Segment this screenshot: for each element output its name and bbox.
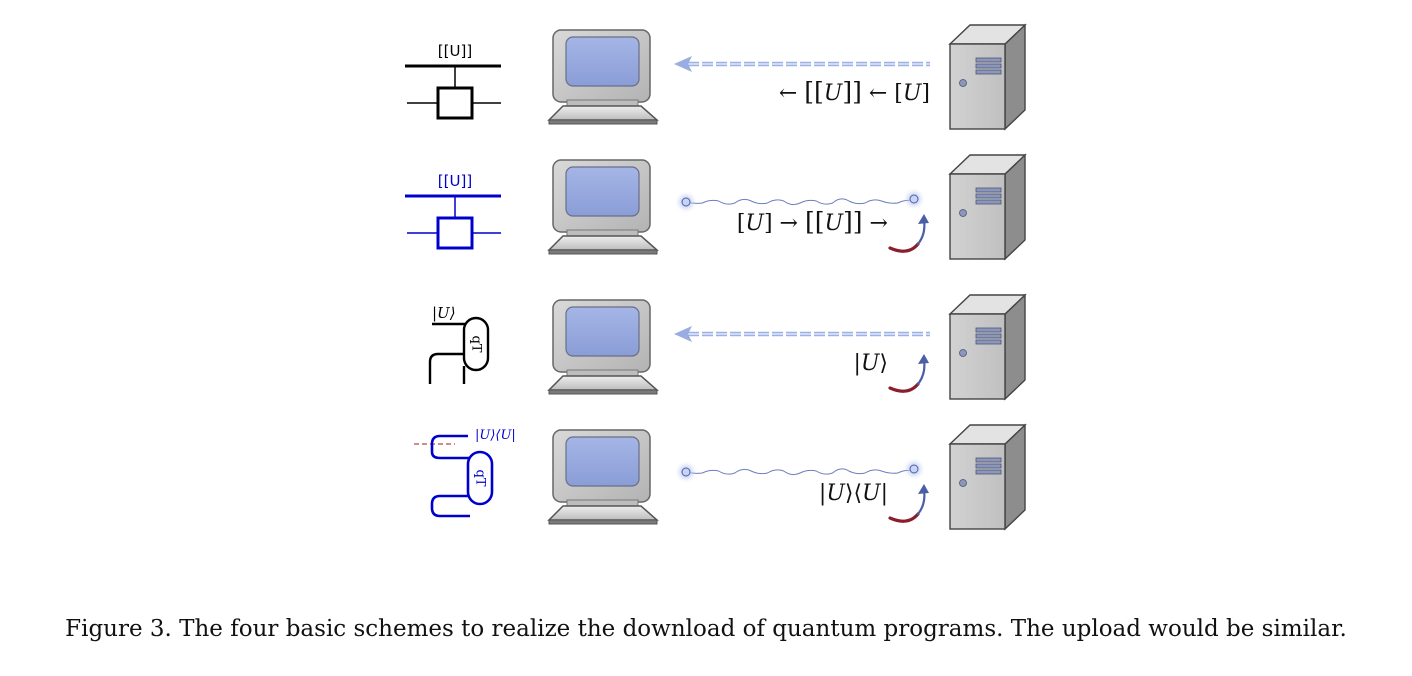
wave-path: [685, 198, 915, 206]
gate-label: [[U]]: [438, 172, 472, 190]
laptop-hinge: [566, 369, 639, 377]
laptop-hinge: [566, 229, 639, 237]
wave-endpoint: [681, 467, 691, 477]
scheme-row: |U⟩⟨U| qT |U⟩⟨U|: [414, 423, 1027, 531]
laptop-icon: [547, 299, 659, 395]
state-label: |U⟩: [432, 304, 456, 322]
arc-arrowhead: [918, 484, 929, 494]
arc-arrowhead: [918, 354, 929, 364]
server-power-button: [959, 479, 967, 487]
curved-arrow-icon: [888, 354, 929, 393]
arc-red: [888, 382, 920, 393]
server-front: [949, 313, 1006, 400]
server-slot: [975, 327, 1002, 333]
arc-red: [888, 512, 920, 523]
classical-beam-arrow: [674, 326, 935, 342]
gate-box: [436, 86, 474, 120]
bracket-left: [428, 352, 464, 384]
lower-wire-pair: [430, 494, 470, 518]
quantum-wave-channel: [679, 462, 921, 479]
server-power-button: [959, 349, 967, 357]
circuit-symbol: |U⟩⟨U| qT: [414, 428, 516, 518]
server-front: [949, 43, 1006, 130]
server-power-button: [959, 209, 967, 217]
qt-capsule: [466, 450, 494, 506]
qt-label: qT: [473, 470, 488, 487]
server-slot: [975, 339, 1002, 345]
figure-caption: Figure 3. The four basic schemes to real…: [65, 616, 1347, 642]
laptop-screen: [565, 436, 640, 487]
laptop-icon: [547, 29, 659, 125]
scheme-row: [[U]] [U] → [[U]] →: [405, 153, 1027, 261]
server-front: [949, 173, 1006, 260]
server-slot: [975, 333, 1002, 339]
server-slot: [975, 199, 1002, 205]
laptop-keyboard: [547, 235, 659, 251]
laptop-keyboard: [547, 105, 659, 121]
server-power-button: [959, 79, 967, 87]
laptop-icon: [547, 159, 659, 255]
laptop-hinge: [566, 99, 639, 107]
laptop-screen: [565, 166, 640, 217]
state-label: |U⟩⟨U|: [475, 428, 516, 443]
server-icon: [948, 23, 1027, 131]
laptop-keyboard: [547, 375, 659, 391]
quantum-wave-channel: [679, 192, 921, 209]
laptop-base-edge: [548, 119, 658, 125]
laptop-base-edge: [548, 249, 658, 255]
scheme-row: |U⟩ qT |U⟩: [428, 293, 1027, 401]
laptop-icon: [547, 429, 659, 525]
wave-path: [685, 468, 915, 476]
laptop-keyboard: [547, 505, 659, 521]
server-icon: [948, 423, 1027, 531]
laptop-screen: [565, 306, 640, 357]
circuit-symbol: [[U]]: [405, 172, 501, 250]
server-slot: [975, 187, 1002, 193]
server-slot: [975, 69, 1002, 75]
channel-label: [U] → [[U]] →: [737, 207, 888, 236]
laptop-screen: [565, 36, 640, 87]
beam-arrowhead: [674, 326, 692, 342]
wave-endpoint: [681, 197, 691, 207]
scheme-row: [[U]] ← [[U]] ← [U]: [405, 23, 1027, 131]
laptop-base-edge: [548, 389, 658, 395]
gate-label: [[U]]: [438, 42, 472, 60]
server-slot: [975, 463, 1002, 469]
channel-label: ← [[U]] ← [U]: [779, 77, 930, 106]
laptop-base-edge: [548, 519, 658, 525]
beam-arrowhead: [674, 56, 692, 72]
classical-beam-arrow: [674, 56, 935, 72]
arc-arrowhead: [918, 214, 929, 224]
upper-wire-pair: [430, 434, 470, 460]
server-slot: [975, 63, 1002, 69]
server-front: [949, 443, 1006, 530]
qt-capsule: [462, 316, 490, 372]
server-slot: [975, 193, 1002, 199]
server-slot: [975, 457, 1002, 463]
circuit-symbol: |U⟩ qT: [428, 304, 490, 384]
server-slot: [975, 469, 1002, 475]
server-slot: [975, 57, 1002, 63]
channel-label: |U⟩: [853, 351, 888, 376]
gate-box: [436, 216, 474, 250]
arc-red: [888, 242, 920, 253]
laptop-hinge: [566, 499, 639, 507]
server-icon: [948, 153, 1027, 261]
server-icon: [948, 293, 1027, 401]
circuit-symbol: [[U]]: [405, 42, 501, 120]
curved-arrow-icon: [888, 484, 929, 523]
wave-endpoint: [909, 194, 919, 204]
qt-label: qT: [469, 336, 484, 353]
curved-arrow-icon: [888, 214, 929, 253]
wave-endpoint: [909, 464, 919, 474]
channel-label: |U⟩⟨U|: [819, 481, 888, 506]
